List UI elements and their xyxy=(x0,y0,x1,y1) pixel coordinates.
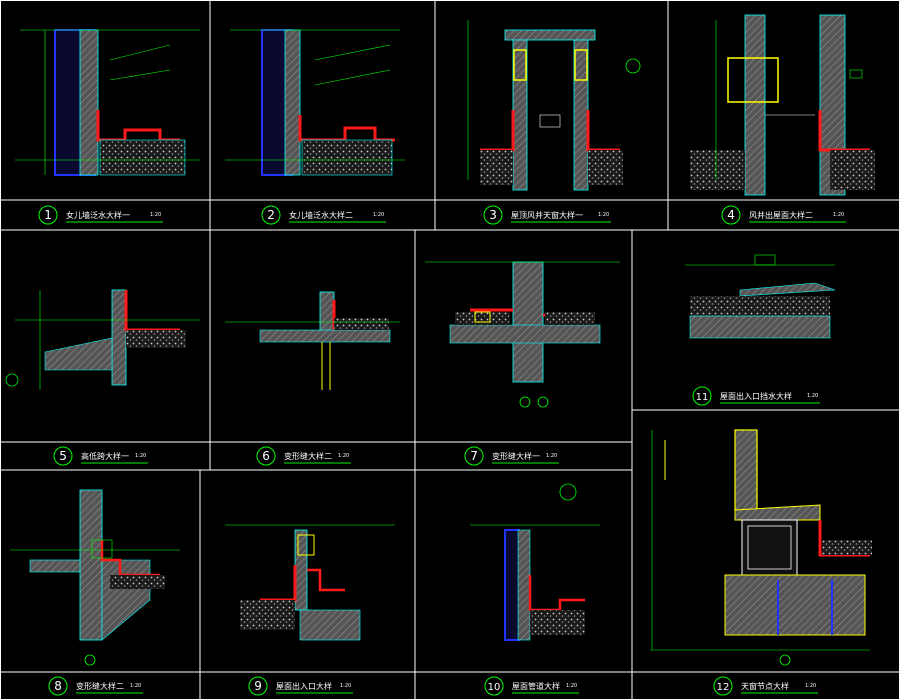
detail-scale: 1:20 xyxy=(130,683,141,689)
detail-scale: 1:20 xyxy=(373,212,384,218)
title-block-4: 4 风井出屋面大样二 1:20 xyxy=(721,205,846,225)
title-block-2: 2 女儿墙泛水大样二 1:20 xyxy=(261,205,386,225)
detail-number: 9 xyxy=(254,679,262,693)
detail-scale: 1:20 xyxy=(546,453,557,459)
detail-scale: 1:20 xyxy=(805,683,816,689)
detail-drawing-6 xyxy=(225,291,400,390)
detail-title: 变形缝大样二 xyxy=(284,451,332,461)
title-block-1: 1 女儿墙泛水大样一 1:20 xyxy=(38,205,163,225)
detail-scale: 1:20 xyxy=(150,212,161,218)
detail-scale: 1:20 xyxy=(338,453,349,459)
detail-number: 11 xyxy=(696,392,709,403)
detail-number: 2 xyxy=(267,208,275,222)
detail-number: 1 xyxy=(44,208,52,222)
detail-title: 风井出屋面大样二 xyxy=(749,210,813,220)
title-block-10: 10 屋面管道大样 1:20 xyxy=(484,676,579,696)
detail-title: 天窗节点大样 xyxy=(741,681,789,691)
title-block-3: 3 屋顶风井天窗大样一 1:20 xyxy=(483,205,611,225)
detail-number: 10 xyxy=(488,682,501,693)
detail-number: 4 xyxy=(727,208,735,222)
detail-scale: 1:20 xyxy=(833,212,844,218)
detail-number: 8 xyxy=(54,679,62,693)
detail-drawing-7 xyxy=(425,261,620,408)
detail-drawing-3 xyxy=(467,20,641,191)
title-block-7: 7 变形缝大样一 1:20 xyxy=(464,446,559,466)
detail-title: 屋面出入口挡水大样 xyxy=(720,391,792,401)
title-block-11: 11 屋面出入口挡水大样 1:20 xyxy=(692,386,820,406)
detail-drawing-4 xyxy=(690,14,875,196)
detail-drawing-2 xyxy=(225,29,405,176)
title-block-12: 12 天窗节点大样 1:20 xyxy=(713,676,818,696)
detail-title: 屋面出入口大样 xyxy=(276,681,332,691)
detail-title: 变形缝大样一 xyxy=(492,451,540,461)
title-block-6: 6 变形缝大样二 1:20 xyxy=(256,446,351,466)
detail-drawing-12 xyxy=(650,429,872,666)
detail-title: 屋顶风井天窗大样一 xyxy=(511,210,583,220)
detail-scale: 1:20 xyxy=(807,393,818,399)
detail-drawing-9 xyxy=(225,524,395,641)
detail-title: 屋面管道大样 xyxy=(512,681,560,691)
detail-drawing-8 xyxy=(10,489,180,666)
detail-number: 6 xyxy=(262,449,270,463)
detail-scale: 1:20 xyxy=(566,683,577,689)
title-block-9: 9 屋面出入口大样 1:20 xyxy=(248,676,353,696)
title-block-5: 5 高低跨大样一 1:20 xyxy=(53,446,148,466)
detail-scale: 1:20 xyxy=(340,683,351,689)
title-block-8: 8 变形缝大样二 1:20 xyxy=(48,676,143,696)
detail-scale: 1:20 xyxy=(598,212,609,218)
detail-drawing-11 xyxy=(685,254,836,339)
detail-title: 高低跨大样一 xyxy=(81,451,129,461)
detail-number: 3 xyxy=(489,208,497,222)
detail-scale: 1:20 xyxy=(135,453,146,459)
detail-number: 7 xyxy=(470,449,478,463)
detail-title: 女儿墙泛水大样一 xyxy=(66,210,130,220)
detail-drawing-1 xyxy=(15,29,200,176)
detail-drawing-5 xyxy=(5,289,200,390)
detail-number: 5 xyxy=(59,449,67,463)
detail-title: 女儿墙泛水大样二 xyxy=(289,210,353,220)
detail-title: 变形缝大样二 xyxy=(76,681,124,691)
detail-drawing-10 xyxy=(470,483,600,641)
detail-number: 12 xyxy=(717,682,730,693)
